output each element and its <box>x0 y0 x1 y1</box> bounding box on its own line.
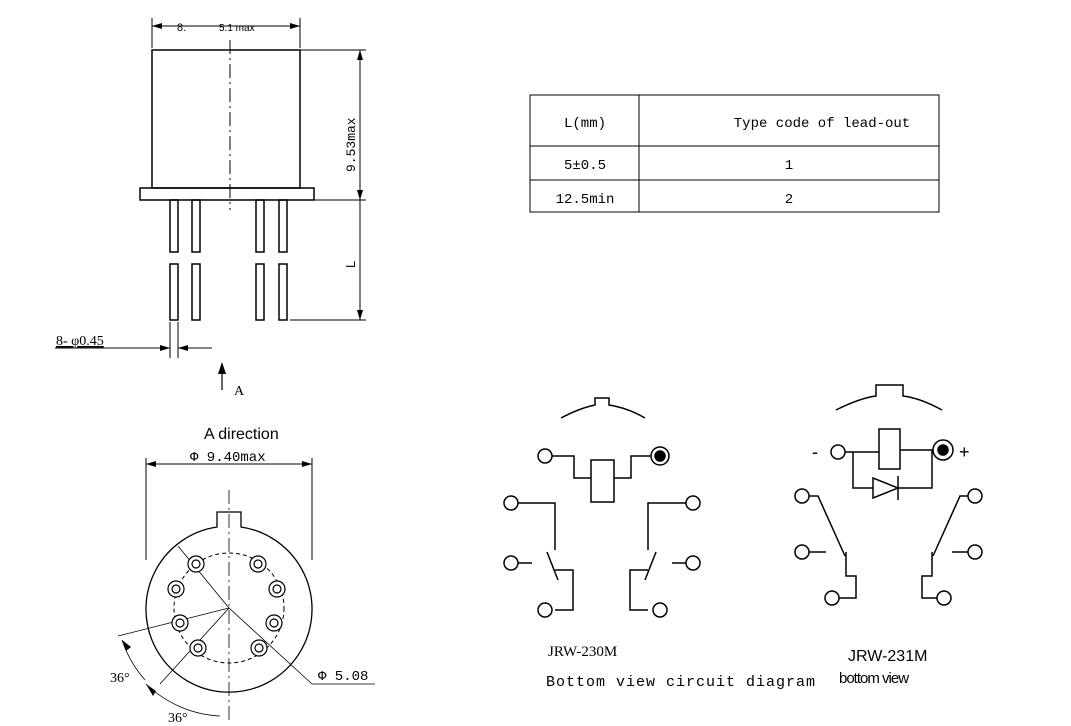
table-header-type-code: Type code of lead-out <box>734 116 910 132</box>
table-cell-length-2: 12.5min <box>556 192 615 208</box>
pin-2 <box>249 555 267 573</box>
lead-table <box>529 94 940 213</box>
lead-length-label: L <box>343 261 358 268</box>
outer-diameter-label: Φ 9.40max <box>190 450 266 466</box>
angle-label-bottom: 36° <box>168 711 188 726</box>
pin-5 <box>171 614 189 632</box>
circuit-caption: Bottom view circuit diagram <box>546 674 816 691</box>
pin-4 <box>268 580 286 598</box>
bottom-view-pins <box>167 555 286 657</box>
pin-7 <box>189 639 207 657</box>
table-cell-length-1: 5±0.5 <box>564 158 606 174</box>
pin-circle-label: Φ 5.08 <box>318 669 368 685</box>
coil-minus-sign: - <box>812 442 818 462</box>
width-dim-label: 5.1 max <box>219 23 255 34</box>
coil-plus-sign: + <box>959 442 970 462</box>
model-label-jrw-231m: JRW-231M <box>848 648 927 665</box>
table-cell-code-2: 2 <box>785 192 793 208</box>
bottom-view-title: A direction <box>204 426 279 443</box>
view-arrow-label: A <box>234 384 245 399</box>
circuit-jrw-230m <box>503 397 701 618</box>
circuit-jrw-231m <box>794 384 983 606</box>
pin-1 <box>187 555 205 573</box>
pin-diameter-label: 8- φ0.45 <box>56 334 104 349</box>
width-dim-prefix: 8. <box>177 22 186 34</box>
angle-label-left: 36° <box>110 671 130 686</box>
height-dim-label: 9.53max <box>344 117 359 172</box>
circuit-caption-right: bottom view <box>839 670 909 687</box>
side-view <box>55 18 366 390</box>
pin-6 <box>265 614 283 632</box>
model-label-jrw-230m: JRW-230M <box>548 644 617 660</box>
pin-8 <box>250 639 268 657</box>
pin-3 <box>167 580 185 598</box>
table-cell-code-1: 1 <box>785 158 793 174</box>
table-header-length: L(mm) <box>564 116 606 132</box>
